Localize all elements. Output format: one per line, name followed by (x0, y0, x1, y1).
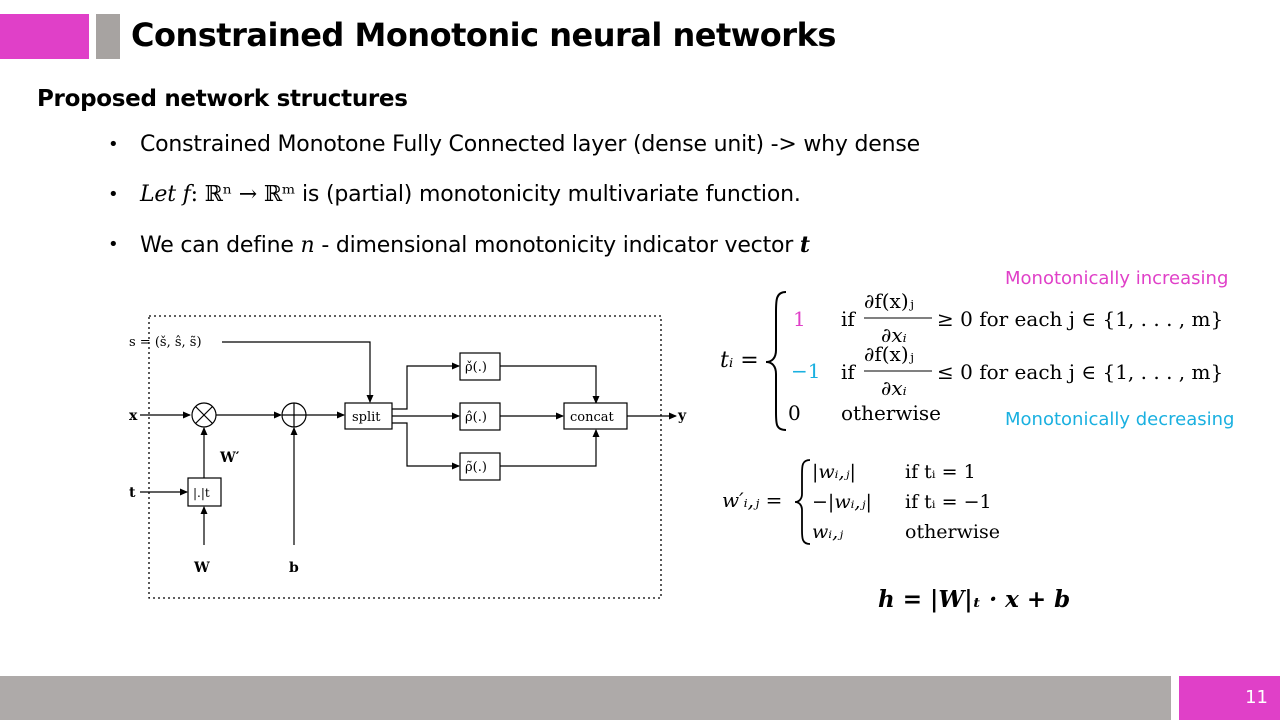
bullet-3-math-t: t (799, 232, 810, 258)
multiply-node (191, 402, 217, 428)
w-lhs: w′ᵢ,ⱼ = (722, 488, 782, 512)
w-cond2: if tᵢ = −1 (905, 491, 992, 513)
h-equation: h = |W|ₜ · x + b (878, 586, 1070, 613)
concat-box-label: concat (570, 410, 615, 425)
ti-case2-cond: ≤ 0 for each j ∈ {1, . . . , m} (937, 360, 1223, 384)
bullet-2-math-prefix: Let f (140, 182, 191, 207)
s-arrow (222, 341, 374, 403)
split-to-rho-top (392, 362, 460, 410)
slide-title: Constrained Monotonic neural networks (131, 16, 836, 54)
w-prime-label: W′ (219, 450, 240, 466)
slide-subtitle: Proposed network structures (37, 86, 408, 112)
ti-case2-if: if (841, 360, 856, 384)
w-cond3: otherwise (905, 521, 1000, 543)
w-cond1: if tᵢ = 1 (905, 461, 976, 483)
t-input-label: t (129, 485, 136, 501)
abs-box-label: |.|t (193, 486, 210, 500)
ti-case3-cond: otherwise (841, 401, 941, 425)
rho-top-box (459, 352, 501, 381)
w-case3: wᵢ,ⱼ (812, 521, 843, 543)
title-accent-bar (0, 14, 89, 59)
ti-case1-cond: ≥ 0 for each j ∈ {1, . . . , m} (937, 307, 1223, 331)
ti-case2-num: ∂f(x)ⱼ (864, 342, 914, 366)
bullet-2-math-map: : ℝⁿ → ℝᵐ (190, 182, 296, 207)
ti-case1-value: 1 (793, 307, 806, 331)
abs-box (187, 477, 222, 507)
diagram-dotted-frame (148, 315, 662, 599)
bullet-3-text: We can define n - dimensional monotonici… (140, 232, 810, 258)
rho-bot-label: ρ̃(.) (465, 460, 487, 475)
ti-case1-num: ∂f(x)ⱼ (864, 289, 914, 313)
bullet-dot: • (108, 134, 119, 155)
ti-case3-value: 0 (788, 401, 801, 425)
ti-case2-den: ∂xᵢ (881, 376, 907, 400)
annotation-decreasing: Monotonically decreasing (1005, 409, 1235, 430)
rho-mid-box (459, 402, 501, 431)
bullet-dot: • (108, 234, 119, 255)
page-number-box: 11 (1179, 676, 1280, 720)
rho-mid-label: ρ̂(.) (465, 410, 487, 425)
split-to-rho-bot (392, 422, 460, 470)
w-brace (794, 459, 811, 545)
bullet-3-math-n: n (300, 233, 315, 258)
split-box (344, 402, 393, 430)
x-input-label: x (129, 408, 138, 424)
annotation-increasing: Monotonically increasing (1005, 268, 1229, 289)
bullet-2-text: Let f: ℝⁿ → ℝᵐ is (partial) monotonicity… (140, 182, 801, 207)
s-input-label: s = (š, ŝ, s̃) (129, 335, 202, 350)
bullet-3-part-b: - dimensional monotonicity indicator vec… (314, 233, 800, 258)
split-box-label: split (352, 410, 381, 425)
rho-top-to-concat (500, 365, 600, 404)
footer-bar (0, 676, 1171, 720)
bullet-dot: • (108, 184, 119, 205)
rho-top-label: ρ̌(.) (465, 360, 487, 375)
b-input-label: b (289, 560, 299, 576)
concat-box (563, 402, 628, 430)
page-number: 11 (1245, 687, 1268, 708)
ti-case1-den: ∂xᵢ (881, 323, 907, 347)
ti-case2-value: −1 (791, 359, 820, 383)
bullet-1-text: Constrained Monotone Fully Connected lay… (140, 132, 920, 157)
ti-lhs: tᵢ = (720, 348, 759, 373)
ti-brace (765, 291, 787, 431)
title-accent-bar-gray (96, 14, 120, 59)
rho-bot-to-concat (500, 429, 600, 467)
w-case2: −|wᵢ,ⱼ| (812, 491, 872, 513)
bullet-3-part-a: We can define (140, 233, 301, 258)
w-input-label: W (193, 560, 210, 576)
bullet-2-rest: is (partial) monotonicity multivariate f… (295, 182, 801, 207)
y-output-label: y (677, 408, 687, 424)
ti-case1-if: if (841, 307, 856, 331)
w-case1: |wᵢ,ⱼ| (812, 461, 856, 483)
